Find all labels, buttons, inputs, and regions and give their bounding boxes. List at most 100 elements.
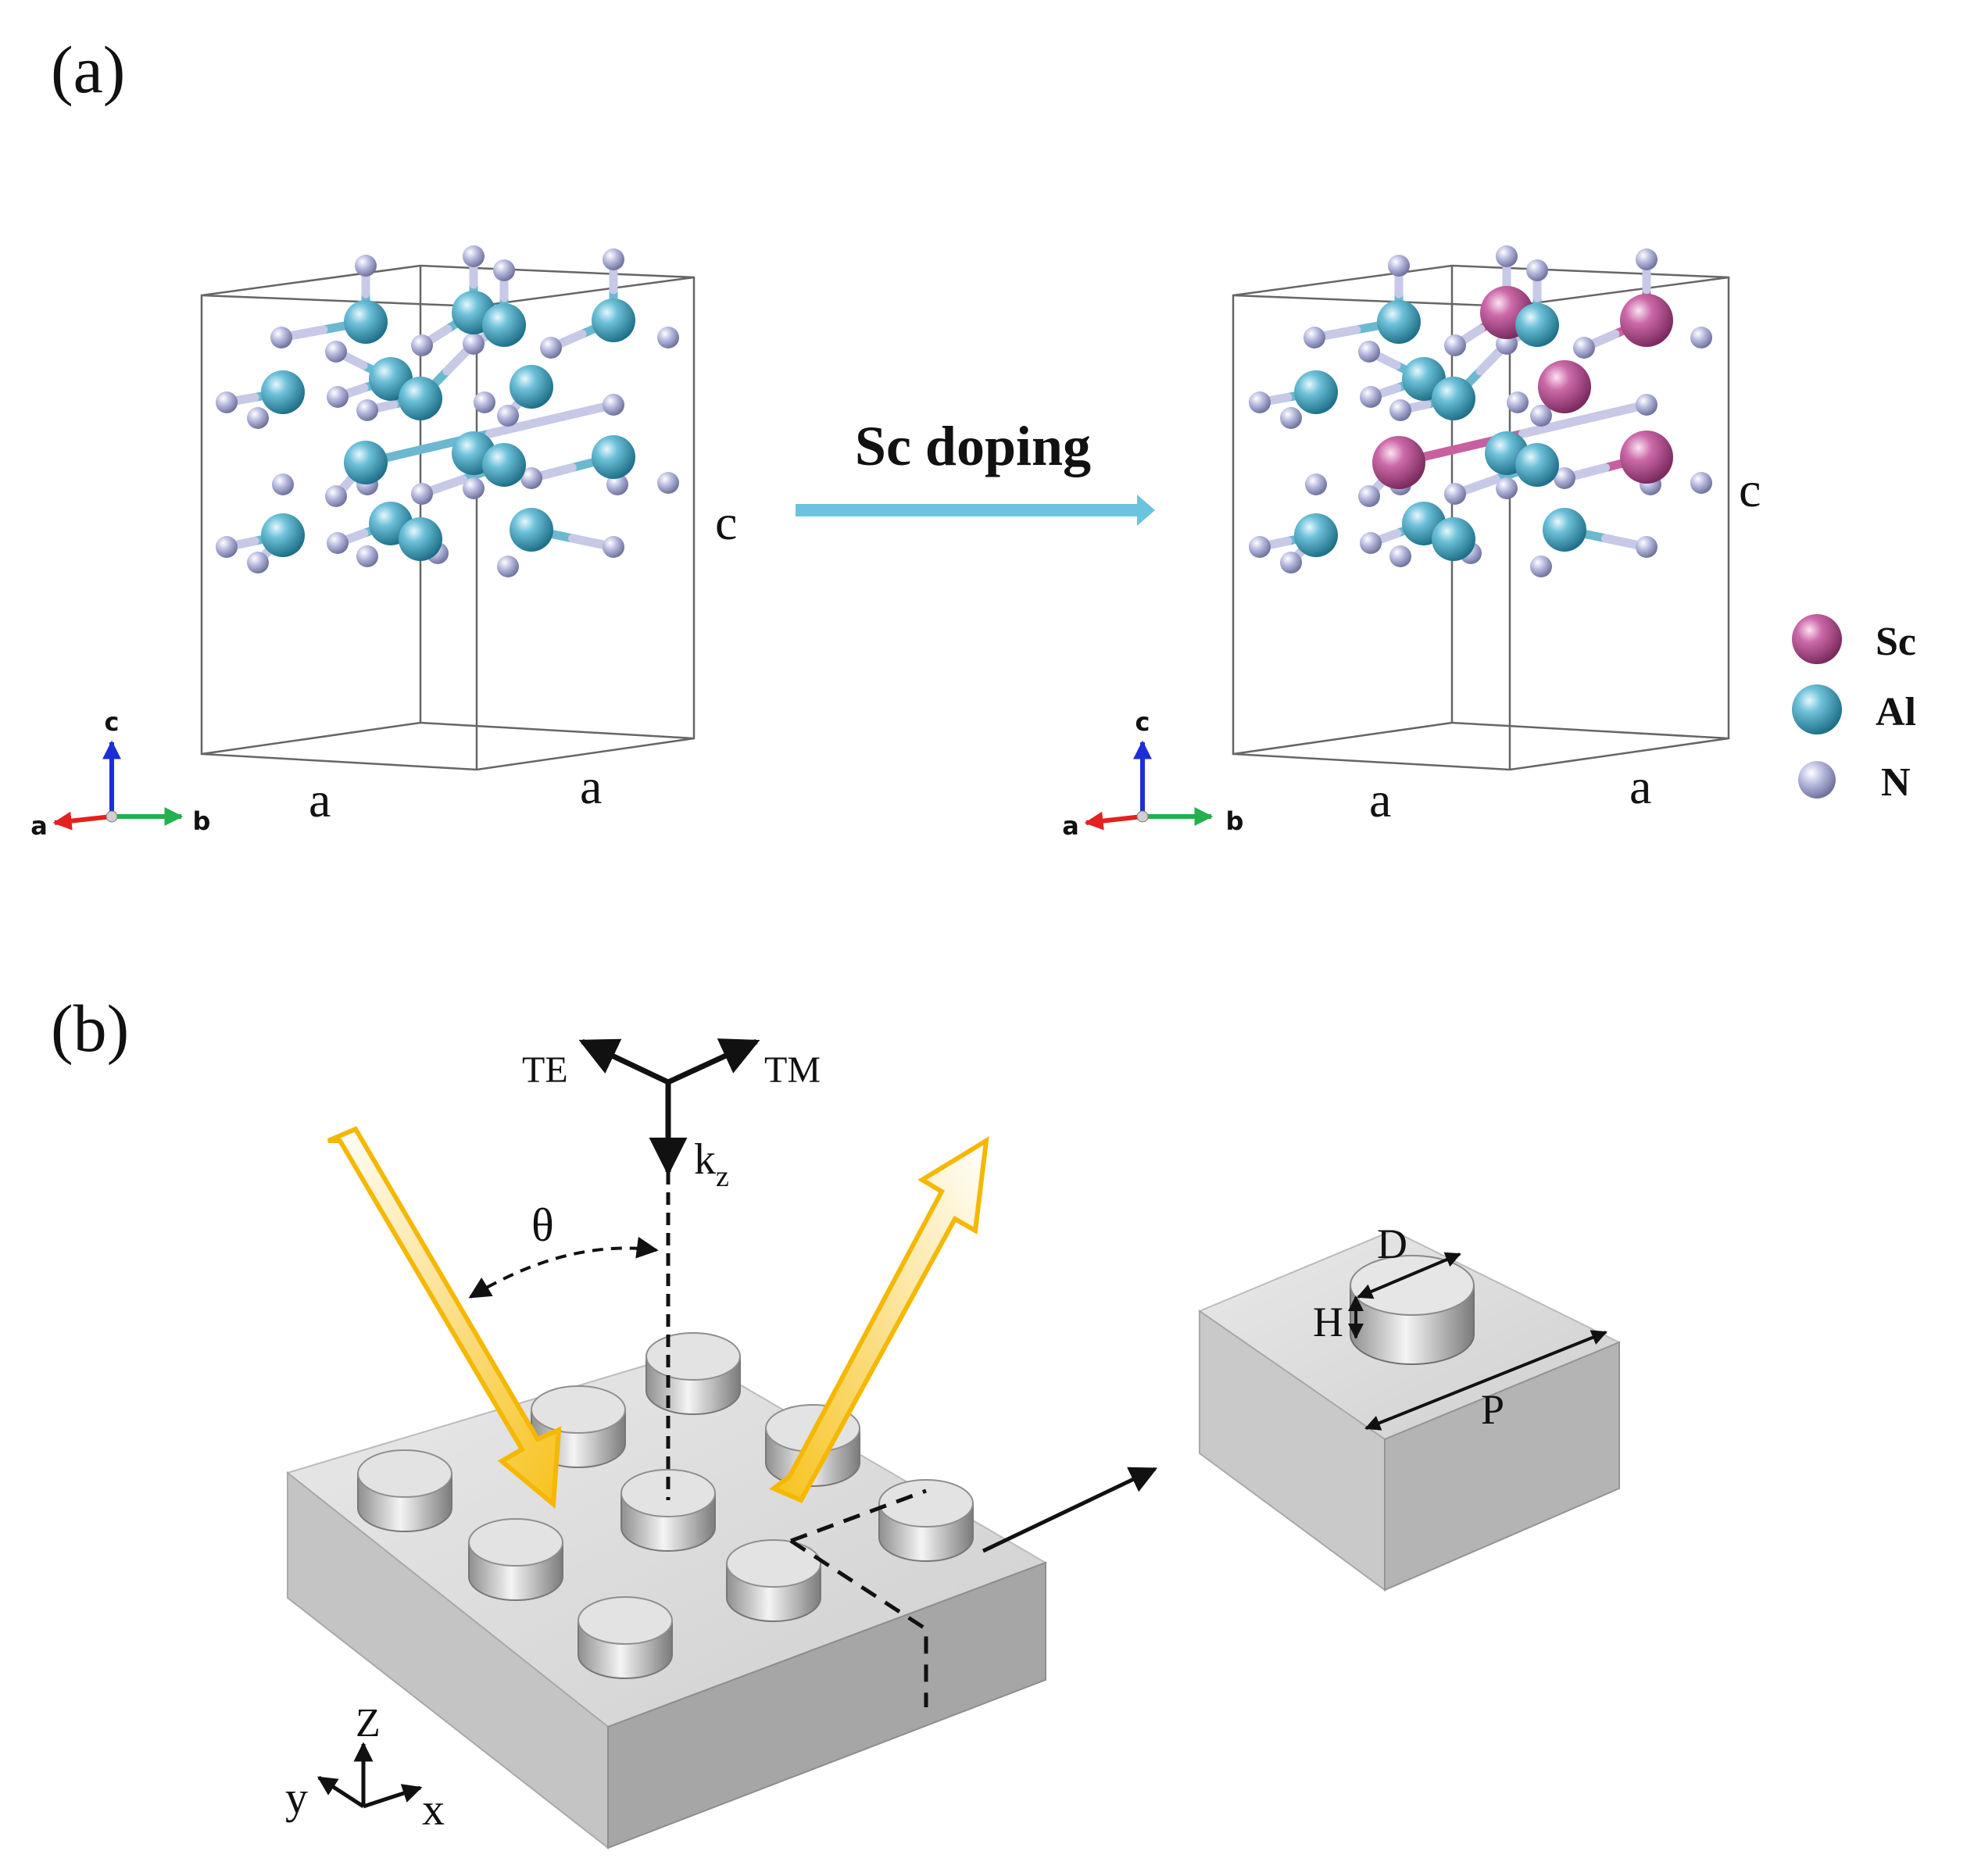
n-atom: [247, 552, 269, 574]
diameter-dimension: [1357, 1252, 1461, 1299]
panel-b-label: (b): [51, 991, 129, 1066]
pillar-array: [357, 1332, 974, 1679]
n-atom: [1690, 472, 1712, 494]
pillar-top: [578, 1596, 673, 1645]
al-atom: [344, 441, 388, 484]
pillar-top: [878, 1479, 974, 1528]
n-atom: [327, 386, 349, 408]
slab-right-face: [607, 1561, 1046, 1849]
n-atom: [1303, 327, 1325, 348]
lattice-c-label-right: c: [1739, 462, 1761, 517]
n-atom: [1530, 556, 1552, 577]
axis-b-label: b: [1226, 806, 1244, 836]
al-atom: [592, 435, 635, 479]
n-atom: [1358, 341, 1380, 363]
n-atom: [1690, 327, 1712, 348]
sc-atom: [1620, 294, 1673, 347]
al-atom: [261, 513, 305, 557]
n-atom: [1358, 485, 1380, 507]
unit-cell-detail: [1197, 1229, 1622, 1592]
legend-n-swatch: [1798, 761, 1836, 799]
n-atom: [411, 483, 433, 505]
n-atom: [325, 341, 347, 363]
n-atom: [1280, 407, 1302, 429]
zoom-arrow: [982, 1467, 1158, 1553]
period-dimension: [1364, 1330, 1607, 1431]
lattice-a-label-right-2: a: [1629, 759, 1651, 814]
al-atom: [261, 370, 305, 414]
axis-y-label: y: [285, 1772, 308, 1823]
al-atom: [1432, 377, 1475, 420]
bond-n-half: [485, 400, 618, 438]
axis-a-label: a: [1062, 811, 1079, 841]
scaln-unit-cell: [1232, 245, 1730, 771]
axis-c-label: c: [105, 707, 120, 737]
n-atom: [657, 327, 679, 348]
n-atom: [216, 391, 238, 413]
pillar-top: [531, 1385, 626, 1434]
n-atom: [603, 394, 624, 416]
atom-set: [216, 245, 679, 577]
n-atom: [603, 248, 624, 270]
n-atom: [463, 333, 485, 355]
n-atom: [1360, 532, 1382, 554]
legend-sc-label: Sc: [1876, 620, 1916, 664]
tm-label: TM: [764, 1049, 821, 1091]
al-atom: [1294, 513, 1338, 557]
n-atom: [247, 407, 269, 429]
n-atom: [606, 473, 628, 495]
height-label: H: [1313, 1299, 1343, 1345]
n-atom: [603, 536, 624, 558]
n-atom: [520, 467, 542, 489]
n-atom: [1249, 391, 1271, 413]
n-atom: [356, 545, 378, 567]
lattice-a-label-right-1: a: [1369, 772, 1391, 827]
n-atom: [356, 399, 378, 421]
axis-c-label: c: [1135, 707, 1150, 737]
al-atom: [1515, 443, 1559, 487]
legend-al-label: Al: [1876, 690, 1916, 734]
unit-cell-boundary: [789, 1488, 928, 1707]
axis-a-label: a: [30, 811, 48, 841]
n-atom: [497, 405, 519, 427]
bond-n-half: [1518, 400, 1651, 438]
n-atom: [540, 337, 562, 359]
atom-set: [1249, 245, 1712, 577]
n-atom: [1636, 248, 1658, 270]
lattice-a-label-left-1: a: [309, 772, 331, 827]
n-atom: [1507, 391, 1529, 413]
n-atom: [270, 327, 292, 348]
sc-atom: [1538, 360, 1591, 413]
period-label: P: [1481, 1386, 1504, 1433]
axis-x-label: x: [422, 1784, 445, 1835]
n-atom: [1389, 545, 1411, 567]
n-atom: [657, 472, 679, 494]
n-atom: [355, 255, 377, 277]
pillar-top: [357, 1449, 452, 1498]
n-atom: [1444, 483, 1466, 505]
n-atom: [1305, 473, 1327, 495]
n-atom: [474, 391, 495, 413]
al-atom: [1432, 517, 1475, 561]
al-atom: [510, 508, 553, 552]
n-atom: [327, 532, 349, 554]
pillar-top: [726, 1539, 821, 1588]
axis-b-label: b: [193, 806, 211, 836]
pillar-top: [645, 1332, 741, 1381]
panel-a-label: (a): [51, 32, 125, 107]
angle-theta-label: θ: [531, 1199, 554, 1251]
n-atom: [1530, 405, 1552, 427]
n-atom: [1360, 386, 1382, 408]
n-atom: [1573, 337, 1595, 359]
n-atom: [325, 485, 347, 507]
incident-beam: [327, 1126, 562, 1510]
polarization-triad: [578, 1038, 760, 1176]
legend-sc-swatch: [1792, 614, 1842, 664]
axis-z-label: Z: [356, 1701, 381, 1746]
legend-al-swatch: [1792, 684, 1842, 734]
doping-label: Sc doping: [855, 415, 1091, 477]
cartesian-axes: [316, 1742, 423, 1809]
n-atom: [1249, 536, 1271, 558]
al-atom: [1377, 300, 1421, 344]
